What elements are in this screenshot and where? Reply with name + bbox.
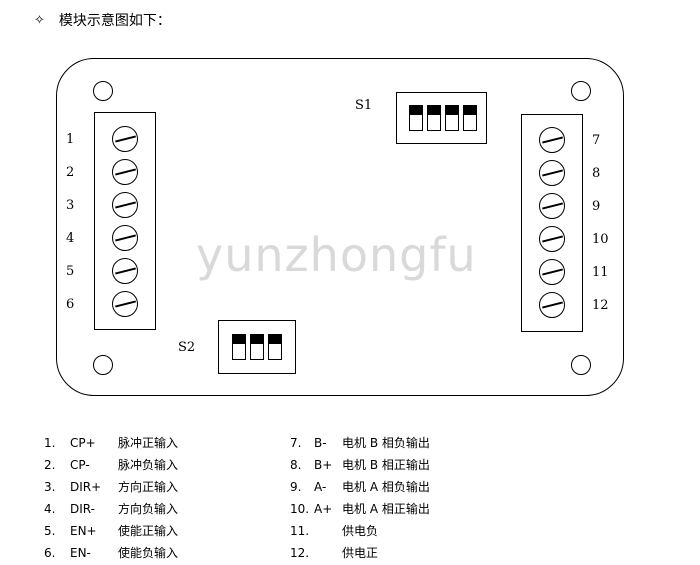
terminal-screw-4 — [112, 225, 138, 251]
dip-switch-s1-3[interactable] — [445, 105, 459, 131]
switch-s1-label: S1 — [355, 98, 373, 113]
pin-label-10: 10 — [592, 232, 609, 247]
terminal-block-right — [521, 114, 583, 332]
dip-switch-s2-1[interactable] — [232, 334, 246, 360]
legend-row: 3.DIR+方向正输入 — [44, 480, 179, 494]
legend-row: 7.B-电机 B 相负输出 — [290, 436, 430, 450]
pin-label-7: 7 — [592, 133, 601, 148]
pin-label-2: 2 — [66, 165, 75, 180]
terminal-screw-12 — [539, 292, 565, 318]
terminal-screw-9 — [539, 193, 565, 219]
page-title: 模块示意图如下： — [58, 13, 171, 29]
legend-row: 9.A-电机 A 相负输出 — [290, 480, 430, 494]
module-board — [56, 58, 624, 396]
pin-label-6: 6 — [66, 297, 75, 312]
terminal-screw-3 — [112, 192, 138, 218]
dip-switch-s2[interactable] — [218, 320, 296, 374]
terminal-screw-10 — [539, 226, 565, 252]
legend-row: 11.供电负 — [290, 524, 379, 538]
pin-label-5: 5 — [66, 264, 75, 279]
mounting-hole-top-right — [571, 81, 591, 101]
dip-switch-s1-1[interactable] — [409, 105, 423, 131]
legend-row: 6.EN-使能负输入 — [44, 546, 179, 560]
diamond-outline-icon: ✧ — [34, 12, 45, 28]
pin-label-9: 9 — [592, 199, 601, 214]
pin-label-3: 3 — [66, 198, 75, 213]
terminal-screw-1 — [112, 126, 138, 152]
dip-switch-s1-4[interactable] — [463, 105, 477, 131]
mounting-hole-bottom-left — [93, 355, 113, 375]
pin-label-1: 1 — [66, 132, 75, 147]
terminal-screw-8 — [539, 160, 565, 186]
dip-switch-s1[interactable] — [396, 92, 487, 144]
pin-legend-left: 1.CP+脉冲正输入 2.CP-脉冲负输入 3.DIR+方向正输入 4.DIR-… — [44, 432, 178, 564]
pin-label-11: 11 — [592, 265, 609, 280]
legend-row: 10.A+电机 A 相正输出 — [290, 502, 430, 516]
pin-label-4: 4 — [66, 231, 75, 246]
header: ✧ 模块示意图如下： — [34, 10, 171, 30]
watermark: yunzhongfu — [196, 228, 477, 282]
terminal-screw-6 — [112, 291, 138, 317]
legend-row: 8.B+电机 B 相正输出 — [290, 458, 430, 472]
legend-row: 1.CP+脉冲正输入 — [44, 436, 179, 450]
mounting-hole-top-left — [93, 81, 113, 101]
legend-row: 5.EN+使能正输入 — [44, 524, 179, 538]
terminal-screw-5 — [112, 258, 138, 284]
terminal-screw-11 — [539, 259, 565, 285]
dip-switch-s1-2[interactable] — [427, 105, 441, 131]
legend-row: 2.CP-脉冲负输入 — [44, 458, 179, 472]
dip-switch-s2-2[interactable] — [250, 334, 264, 360]
pin-label-12: 12 — [592, 298, 609, 313]
terminal-screw-2 — [112, 159, 138, 185]
terminal-block-left — [94, 112, 156, 330]
pin-label-8: 8 — [592, 166, 601, 181]
pin-legend-right: 7.B-电机 B 相负输出 8.B+电机 B 相正输出 9.A-电机 A 相负输… — [290, 432, 430, 564]
legend-row: 12.供电正 — [290, 546, 379, 560]
legend-row: 4.DIR-方向负输入 — [44, 502, 179, 516]
mounting-hole-bottom-right — [571, 355, 591, 375]
terminal-screw-7 — [539, 127, 565, 153]
dip-switch-s2-3[interactable] — [268, 334, 282, 360]
switch-s2-label: S2 — [178, 340, 196, 355]
